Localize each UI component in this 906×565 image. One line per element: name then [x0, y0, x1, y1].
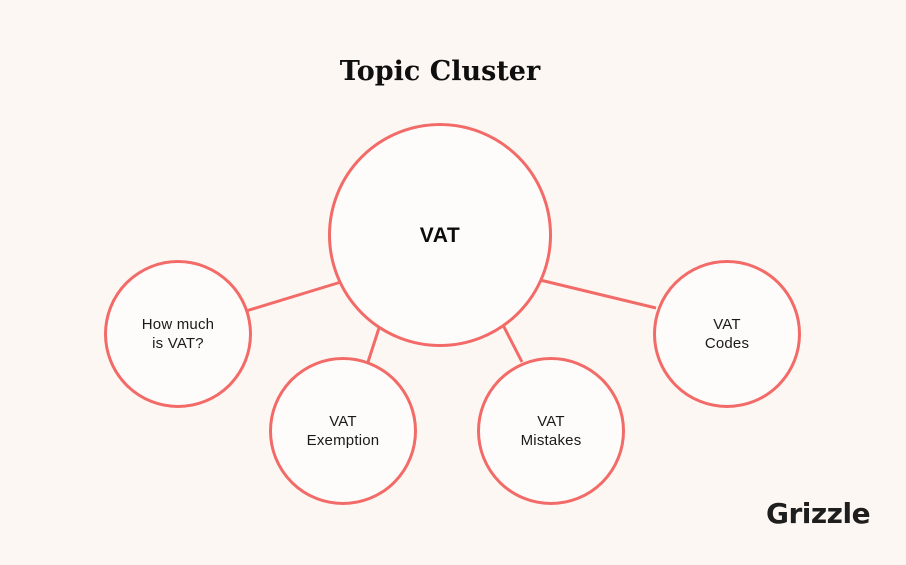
brand-logo: Grizzle — [766, 497, 871, 530]
connector-codes — [539, 278, 657, 310]
node-label: VAT Codes — [704, 316, 750, 352]
node-vat-exemption: VAT Exemption — [269, 357, 417, 505]
node-label: How much is VAT? — [141, 316, 215, 352]
node-how-much-is-vat: How much is VAT? — [104, 260, 252, 408]
node-vat-mistakes: VAT Mistakes — [477, 357, 625, 505]
node-label: VAT Mistakes — [520, 413, 582, 449]
node-vat-codes: VAT Codes — [653, 260, 801, 408]
node-label: VAT Exemption — [306, 413, 380, 449]
connector-how-much — [245, 280, 342, 313]
connector-exemption — [366, 327, 381, 363]
connector-mistakes — [501, 324, 524, 363]
diagram-title: Topic Cluster — [339, 56, 541, 87]
center-node-vat: VAT — [328, 123, 552, 347]
center-node-label: VAT — [419, 223, 461, 247]
